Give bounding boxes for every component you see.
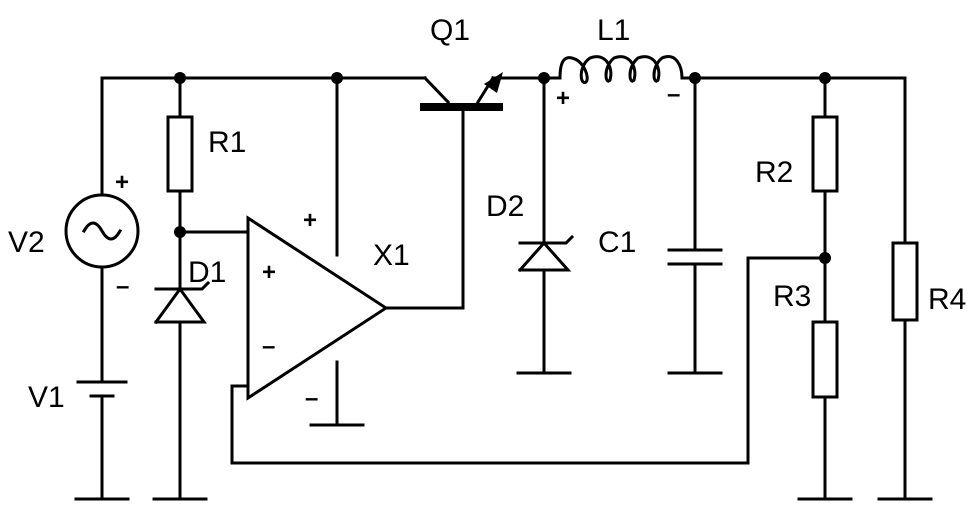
r1-resistor xyxy=(166,115,194,193)
l1-plus-sign: + xyxy=(556,85,570,112)
opamp-vminus-sign: – xyxy=(305,385,318,412)
r2-resistor xyxy=(811,115,839,193)
wire-opamp-out-base xyxy=(383,105,465,310)
junction-dot xyxy=(819,252,831,264)
c1-capacitor xyxy=(667,248,723,266)
label-v1: V1 xyxy=(28,381,65,414)
junction-dot xyxy=(819,72,831,84)
opamp-vplus-sign: + xyxy=(303,207,317,234)
label-r3: R3 xyxy=(773,280,811,313)
label-d1: D1 xyxy=(188,256,226,289)
junctions xyxy=(174,72,831,264)
v2-plus-sign: + xyxy=(115,169,129,196)
label-x1: X1 xyxy=(373,239,410,272)
r4-resistor xyxy=(891,241,919,322)
junction-dot xyxy=(538,72,550,84)
x1-opamp xyxy=(246,215,389,401)
wire-feedback xyxy=(230,256,827,465)
label-l1: L1 xyxy=(597,14,630,47)
label-v2: V2 xyxy=(8,226,45,259)
label-c1: C1 xyxy=(598,226,636,259)
opamp-in-plus-sign: + xyxy=(262,259,276,286)
opamp-in-minus-sign: – xyxy=(262,333,275,360)
junction-dot xyxy=(174,72,186,84)
l1-minus-sign: – xyxy=(667,81,680,108)
junction-dot xyxy=(174,226,186,238)
d2-zener-diode xyxy=(517,234,575,273)
l1-inductor xyxy=(558,55,684,84)
label-r2: R2 xyxy=(755,156,793,189)
label-q1: Q1 xyxy=(430,14,470,47)
emitter-arrow-icon xyxy=(484,72,503,93)
v2-ac-source xyxy=(64,193,140,269)
label-r1: R1 xyxy=(208,126,246,159)
label-d2: D2 xyxy=(486,190,524,223)
junction-dot xyxy=(689,72,701,84)
d1-zener-diode xyxy=(153,280,211,325)
q1-transistor xyxy=(420,72,503,111)
v1-battery xyxy=(76,380,128,398)
label-r4: R4 xyxy=(928,283,966,316)
v2-minus-sign: – xyxy=(116,273,129,300)
r3-resistor xyxy=(811,320,839,399)
junction-dot xyxy=(331,72,343,84)
